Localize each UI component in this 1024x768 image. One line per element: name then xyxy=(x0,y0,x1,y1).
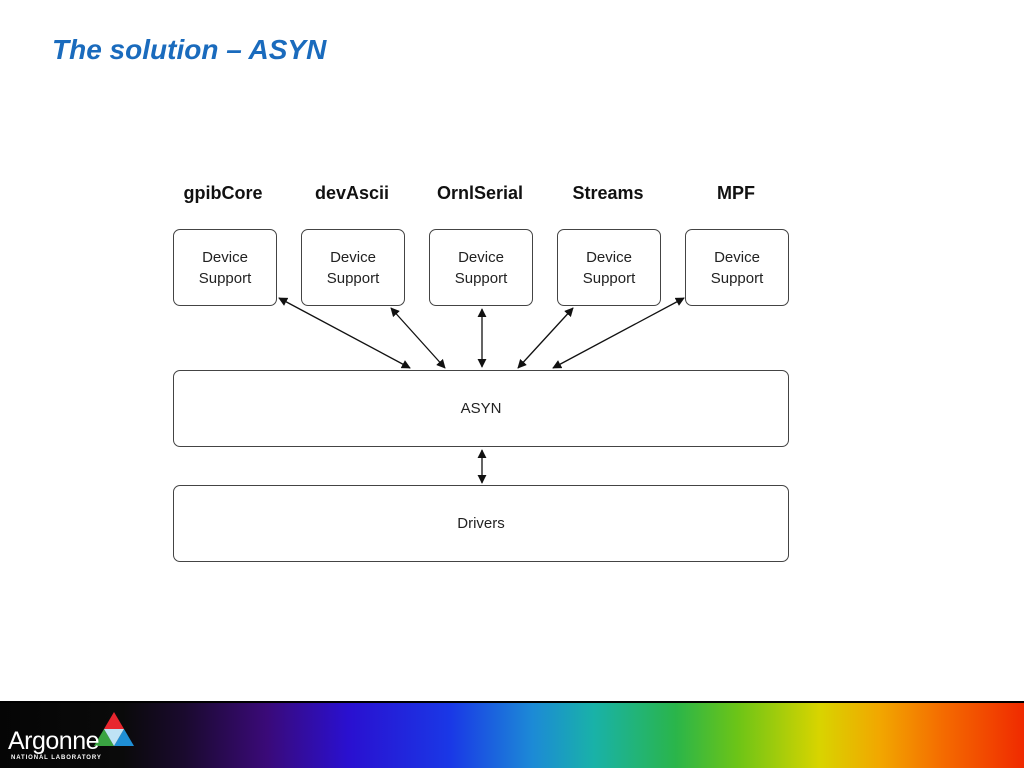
module-label-gpibcore: gpibCore xyxy=(183,183,263,203)
device-support-text: Device xyxy=(202,248,248,266)
arrow-devascii-asyn xyxy=(390,307,446,369)
device-support-text: Device xyxy=(330,248,376,266)
device-support-text: Device xyxy=(714,248,760,266)
arrow-mpf-asyn xyxy=(552,297,685,369)
module-label-devascii: devAscii xyxy=(314,183,390,203)
device-support-text: Support xyxy=(326,269,380,287)
device-support-text: Support xyxy=(198,269,252,287)
drivers-label: Drivers xyxy=(457,515,505,532)
asyn-label: ASYN xyxy=(460,400,502,417)
module-label-mpf: MPF xyxy=(717,183,755,203)
drivers-box: Drivers xyxy=(173,485,789,562)
module-label-ornlserial: OrnlSerial xyxy=(436,183,524,203)
device-support-text: Device xyxy=(586,248,632,266)
slide-title: The solution – ASYN xyxy=(52,34,327,65)
module-label-streams: Streams xyxy=(572,183,644,203)
logo-wordmark: Argonne xyxy=(8,727,100,755)
argonne-logo-icon xyxy=(94,712,134,746)
device-support-text: Support xyxy=(710,269,764,287)
arrow-gpibcore-asyn xyxy=(278,297,411,369)
arrow-streams-asyn xyxy=(517,307,574,369)
footer-divider xyxy=(0,701,1024,704)
device-support-text: Support xyxy=(582,269,636,287)
logo-subtitle: NATIONAL LABORATORY xyxy=(11,755,102,761)
device-support-text: Device xyxy=(458,248,504,266)
footer-spectrum-bar xyxy=(0,703,1024,768)
device-support-text: Support xyxy=(454,269,508,287)
asyn-box: ASYN xyxy=(173,370,789,447)
